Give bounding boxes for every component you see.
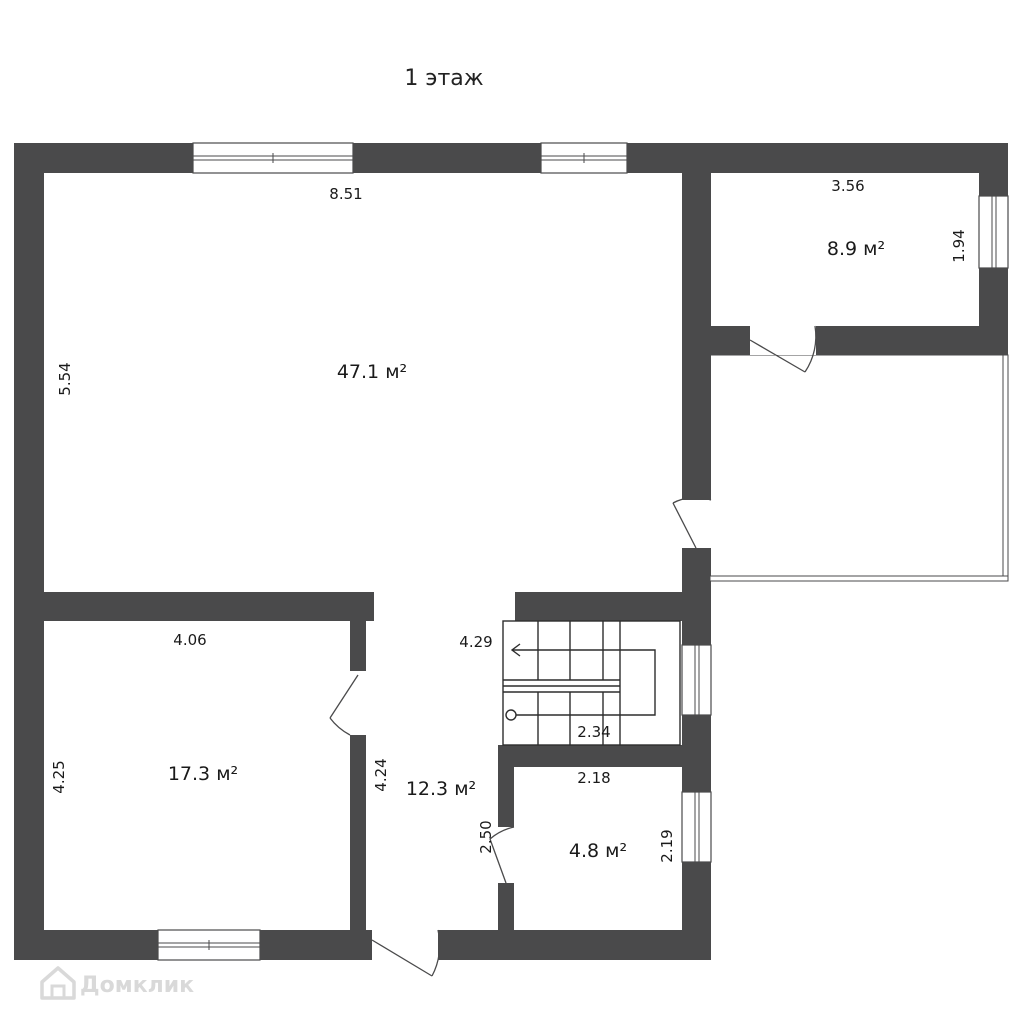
bathroom-height-label: 2.19 xyxy=(658,829,676,862)
watermark-text: Домклик xyxy=(80,973,194,998)
annex-height-label: 1.94 xyxy=(950,229,968,262)
hall-area: 12.3 м² xyxy=(406,778,476,800)
door-living-annex xyxy=(672,496,712,549)
living-room-area: 47.1 м² xyxy=(337,361,407,383)
bedroom-area: 17.3 м² xyxy=(168,763,238,785)
window-annex-right xyxy=(978,195,1009,269)
hall-height-label: 4.24 xyxy=(372,758,390,791)
window-top-left xyxy=(192,142,354,174)
door-entrance xyxy=(371,929,441,977)
door-bedroom xyxy=(329,671,366,736)
annex-room-area: 8.9 м² xyxy=(827,238,885,260)
window-bottom-left xyxy=(157,929,261,961)
watermark-logo: Домклик xyxy=(40,966,194,1000)
window-stairs-right xyxy=(681,644,712,716)
bedroom-width-label: 4.06 xyxy=(173,631,206,649)
stairs-top-label: 4.29 xyxy=(459,633,492,651)
living-width-label: 8.51 xyxy=(329,185,362,203)
door-annex-room xyxy=(749,325,817,373)
living-height-label: 5.54 xyxy=(56,362,74,395)
hall-door-label: 2.50 xyxy=(477,820,495,853)
stairs-bottom-label: 2.34 xyxy=(577,723,610,741)
bathroom-width-label: 2.18 xyxy=(577,769,610,787)
floor-title: 1 этаж xyxy=(404,66,483,91)
staircase xyxy=(502,620,681,746)
bedroom-height-label: 4.25 xyxy=(50,760,68,793)
windows xyxy=(157,142,1009,961)
annex-width-label: 3.56 xyxy=(831,177,864,195)
window-top-middle xyxy=(540,142,628,174)
window-bath-right xyxy=(681,791,712,863)
door-bathroom xyxy=(489,826,515,884)
bathroom-area: 4.8 м² xyxy=(569,840,627,862)
doors xyxy=(329,325,817,977)
house-icon xyxy=(40,966,76,1000)
